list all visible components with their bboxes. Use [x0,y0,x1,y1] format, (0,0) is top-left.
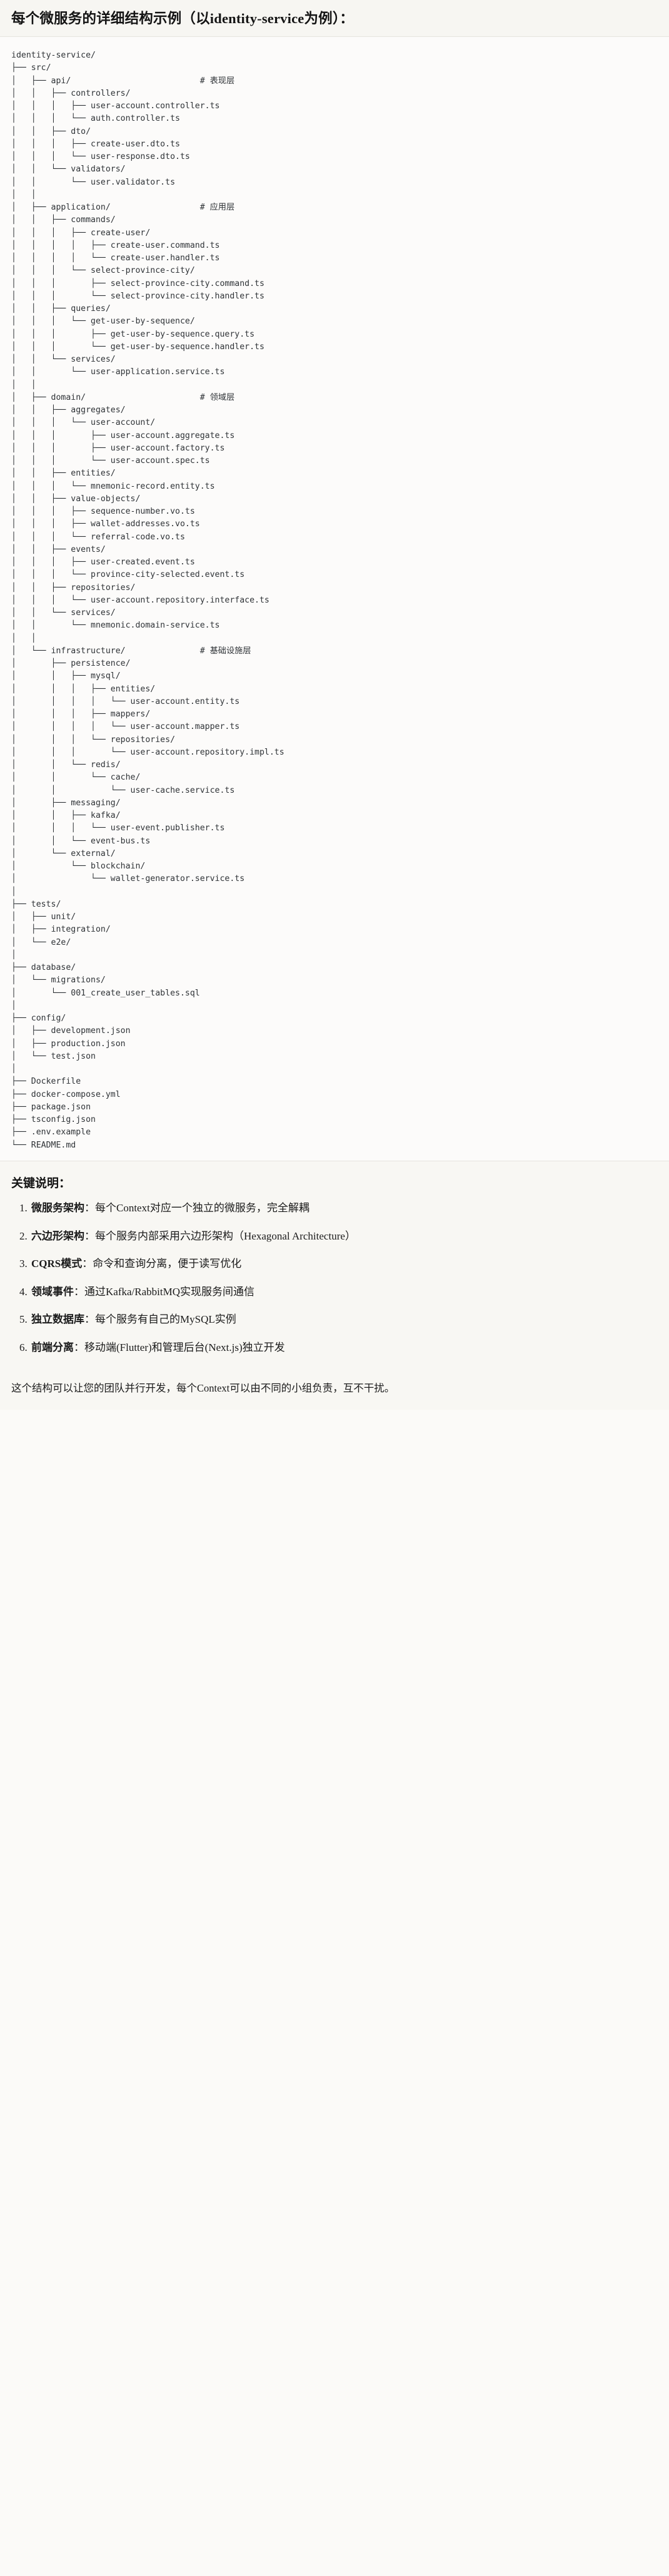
note-separator: ： [84,1201,95,1214]
list-item: 前端分离：移动端(Flutter)和管理后台(Next.js)独立开发 [30,1340,658,1356]
document-page: 每个微服务的详细结构示例（以identity-service为例）： ident… [0,0,669,1410]
page-title: 每个微服务的详细结构示例（以identity-service为例）： [11,11,354,26]
note-separator: ： [84,1229,95,1242]
note-term: 微服务架构 [31,1201,84,1214]
directory-tree: identity-service/ ├── src/ │ ├── api/ # … [11,51,284,1150]
footer-text: 这个结构可以让您的团队并行开发，每个Context可以由不同的小组负责，互不干扰… [11,1382,395,1394]
note-separator: ： [82,1258,93,1270]
note-term: 前端分离 [31,1341,74,1354]
title-section: 每个微服务的详细结构示例（以identity-service为例）： [0,0,669,38]
note-term: 独立数据库 [31,1313,84,1326]
note-description: 每个服务内部采用六边形架构（Hexagonal Architecture） [95,1229,356,1242]
note-term: 领域事件 [31,1285,74,1298]
key-notes-section: 关键说明： 微服务架构：每个Context对应一个独立的微服务，完全解耦 六边形… [0,1160,669,1372]
list-item: 微服务架构：每个Context对应一个独立的微服务，完全解耦 [30,1201,658,1216]
note-description: 通过Kafka/RabbitMQ实现服务间通信 [84,1285,254,1298]
note-description: 移动端(Flutter)和管理后台(Next.js)独立开发 [84,1341,285,1354]
note-description: 每个Context对应一个独立的微服务，完全解耦 [95,1201,309,1214]
footer-section: 这个结构可以让您的团队并行开发，每个Context可以由不同的小组负责，互不干扰… [0,1372,669,1410]
note-separator: ： [74,1341,84,1354]
note-description: 每个服务有自己的MySQL实例 [95,1313,236,1326]
key-notes-heading: 关键说明： [11,1176,71,1190]
note-term: CQRS模式 [31,1258,83,1270]
note-term: 六边形架构 [31,1229,84,1242]
directory-tree-section: identity-service/ ├── src/ │ ├── api/ # … [0,37,669,1161]
note-separator: ： [74,1285,84,1298]
list-item: 独立数据库：每个服务有自己的MySQL实例 [30,1312,658,1328]
list-item: 领域事件：通过Kafka/RabbitMQ实现服务间通信 [30,1285,658,1300]
note-description: 命令和查询分离，便于读写优化 [93,1258,242,1270]
note-separator: ： [84,1313,95,1326]
list-item: 六边形架构：每个服务内部采用六边形架构（Hexagonal Architectu… [30,1229,658,1245]
list-item: CQRS模式：命令和查询分离，便于读写优化 [30,1256,658,1272]
key-notes-list: 微服务架构：每个Context对应一个独立的微服务，完全解耦 六边形架构：每个服… [11,1201,658,1356]
